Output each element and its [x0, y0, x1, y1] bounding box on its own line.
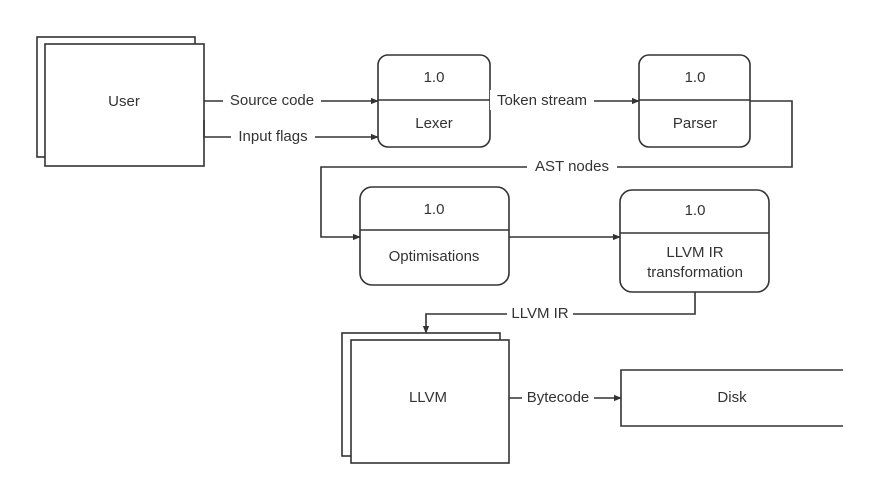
- ir-transformation-label-line1: LLVM IR: [666, 244, 723, 261]
- flow-llvm-ir-label: LLVM IR: [511, 305, 568, 322]
- flow-token-stream: Token stream: [490, 90, 640, 110]
- lexer-process: 1.0 Lexer: [377, 54, 491, 148]
- ir-transformation-label-line2: transformation: [647, 264, 743, 281]
- ir-transformation-id: 1.0: [685, 202, 706, 219]
- llvm-entity: LLVM: [341, 332, 510, 464]
- ir-transformation-process: 1.0 LLVM IR transformation: [619, 189, 770, 293]
- disk-label: Disk: [717, 389, 747, 406]
- flow-source-code-label: Source code: [230, 92, 314, 109]
- flow-token-stream-label: Token stream: [497, 92, 587, 109]
- flow-bytecode-label: Bytecode: [527, 389, 590, 406]
- optimisations-id: 1.0: [424, 201, 445, 218]
- parser-process: 1.0 Parser: [638, 54, 751, 148]
- flow-input-flags: Input flags: [203, 120, 379, 146]
- user-label: User: [108, 93, 140, 110]
- flow-ast-nodes: AST nodes: [320, 100, 793, 241]
- optimisations-process: 1.0 Optimisations: [359, 186, 510, 286]
- flow-input-flags-label: Input flags: [238, 128, 307, 145]
- parser-label: Parser: [673, 115, 717, 132]
- user-entity: User: [36, 36, 205, 167]
- flow-llvm-ir: LLVM IR: [422, 292, 696, 334]
- lexer-id: 1.0: [424, 69, 445, 86]
- flow-bytecode: Bytecode: [509, 387, 622, 407]
- lexer-label: Lexer: [415, 115, 453, 132]
- disk-data-store: Disk: [620, 369, 843, 427]
- optimisations-label: Optimisations: [389, 248, 480, 265]
- flow-source-code: Source code: [204, 90, 379, 110]
- flow-ast-nodes-label: AST nodes: [535, 158, 609, 175]
- llvm-label: LLVM: [409, 389, 447, 406]
- parser-id: 1.0: [685, 69, 706, 86]
